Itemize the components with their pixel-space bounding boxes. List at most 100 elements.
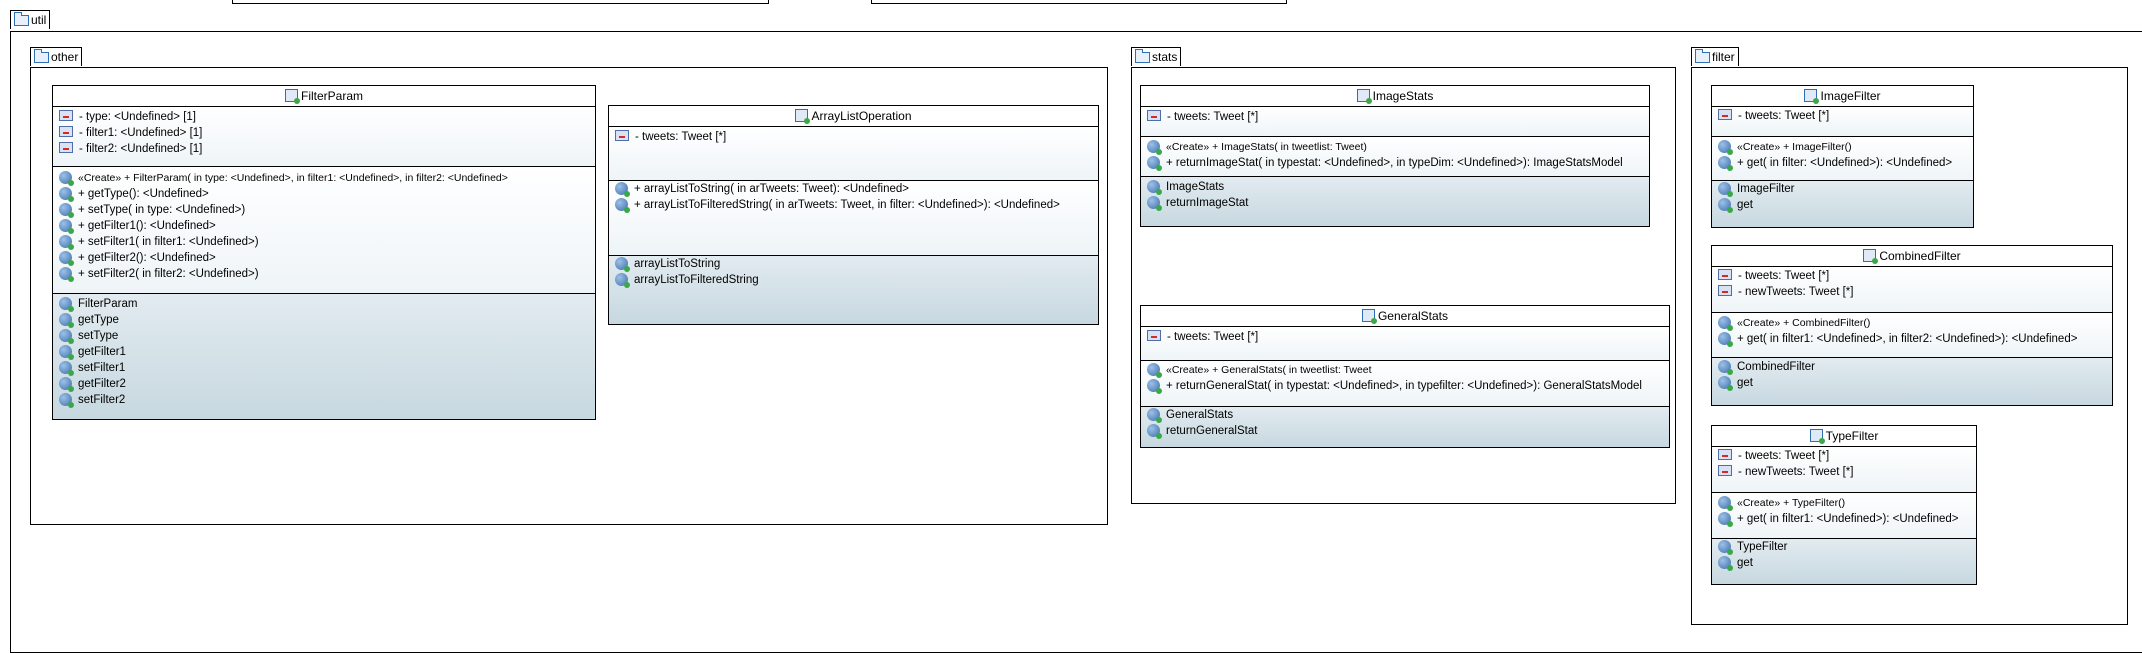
operation-list-item[interactable]: get — [1712, 375, 2112, 391]
attribute-row[interactable]: - tweets: Tweet [*] — [609, 129, 1098, 145]
attribute-icon — [1718, 269, 1732, 280]
operation-list-compartment: ImageStats returnImageStat — [1141, 176, 1649, 226]
attribute-row[interactable]: - tweets: Tweet [*] — [1141, 109, 1649, 125]
operation-text: «Create» + TypeFilter() — [1737, 497, 1846, 509]
attribute-text: - tweets: Tweet [*] — [1738, 270, 1830, 282]
operation-list-item[interactable]: arrayListToString — [609, 256, 1098, 272]
operation-list-item[interactable]: CombinedFilter — [1712, 359, 2112, 375]
operation-text: + getFilter1(): <Undefined> — [78, 220, 216, 232]
operation-row[interactable]: + get( in filter: <Undefined>): <Undefin… — [1712, 155, 1973, 171]
attribute-row[interactable]: - newTweets: Tweet [*] — [1712, 284, 2112, 300]
operation-icon — [59, 313, 74, 328]
operation-text: + setFilter1( in filter1: <Undefined>) — [78, 236, 259, 248]
attribute-row[interactable]: - filter2: <Undefined> [1] — [53, 141, 595, 157]
class-array-list-operation[interactable]: ArrayListOperation - tweets: Tweet [*] +… — [608, 105, 1099, 325]
operation-icon — [615, 273, 630, 288]
class-combined-filter[interactable]: CombinedFilter - tweets: Tweet [*] - new… — [1711, 245, 2113, 406]
operation-row[interactable]: + arrayListToFilteredString( in arTweets… — [609, 197, 1098, 213]
class-name: CombinedFilter — [1879, 249, 1961, 263]
attribute-row[interactable]: - tweets: Tweet [*] — [1712, 108, 1973, 124]
operation-row[interactable]: + getFilter1(): <Undefined> — [53, 218, 595, 234]
operation-row[interactable]: + arrayListToString( in arTweets: Tweet)… — [609, 181, 1098, 197]
folder-icon — [34, 49, 49, 63]
operation-list-item[interactable]: getFilter2 — [53, 376, 595, 392]
package-stats-tab[interactable]: stats — [1131, 47, 1182, 66]
operations-compartment: «Create» + CombinedFilter() + get( in fi… — [1712, 312, 2112, 359]
operation-row[interactable]: + getType(): <Undefined> — [53, 186, 595, 202]
package-stats[interactable] — [1131, 67, 1676, 504]
operation-row[interactable]: + get( in filter1: <Undefined>): <Undefi… — [1712, 511, 1976, 527]
operation-row[interactable]: + setFilter1( in filter1: <Undefined>) — [53, 234, 595, 250]
attribute-icon — [1147, 110, 1161, 121]
operation-icon — [1147, 424, 1162, 439]
operation-row[interactable]: «Create» + CombinedFilter() — [1712, 315, 2112, 331]
operation-row[interactable]: + setFilter2( in filter2: <Undefined>) — [53, 266, 595, 282]
package-filter[interactable] — [1691, 67, 2128, 625]
operation-list-item[interactable]: FilterParam — [53, 296, 595, 312]
operation-icon — [59, 361, 74, 376]
operation-text: + returnGeneralStat( in typestat: <Undef… — [1166, 380, 1642, 392]
class-general-stats[interactable]: GeneralStats - tweets: Tweet [*] «Create… — [1140, 305, 1670, 448]
operation-list-item[interactable]: setType — [53, 328, 595, 344]
operation-icon — [1718, 182, 1733, 197]
operation-row[interactable]: «Create» + FilterParam( in type: <Undefi… — [53, 170, 595, 186]
operation-list-compartment: FilterParam getType setType getFilter1 s… — [53, 293, 595, 419]
operation-list-item[interactable]: setFilter2 — [53, 392, 595, 408]
attribute-row[interactable]: - filter1: <Undefined> [1] — [53, 125, 595, 141]
operation-list-item[interactable]: ImageStats — [1141, 179, 1649, 195]
operation-list-item[interactable]: returnGeneralStat — [1141, 423, 1669, 439]
operation-icon — [1718, 360, 1733, 375]
class-type-filter[interactable]: TypeFilter - tweets: Tweet [*] - newTwee… — [1711, 425, 1977, 585]
class-header: FilterParam — [53, 86, 595, 107]
operation-row[interactable]: + getFilter2(): <Undefined> — [53, 250, 595, 266]
class-name: ImageStats — [1372, 89, 1434, 103]
operation-list-item[interactable]: get — [1712, 197, 1973, 213]
operation-row[interactable]: + get( in filter1: <Undefined>, in filte… — [1712, 331, 2112, 347]
operation-list-item[interactable]: arrayListToFilteredString — [609, 272, 1098, 288]
attribute-row[interactable]: - tweets: Tweet [*] — [1712, 268, 2112, 284]
package-other-tab[interactable]: other — [30, 47, 83, 66]
attribute-icon — [615, 130, 629, 141]
operation-list-item[interactable]: returnImageStat — [1141, 195, 1649, 211]
operations-compartment: «Create» + FilterParam( in type: <Undefi… — [53, 166, 595, 296]
class-filter-param[interactable]: FilterParam - type: <Undefined> [1] - fi… — [52, 85, 596, 420]
operation-row[interactable]: «Create» + ImageStats( in tweetlist: Twe… — [1141, 139, 1649, 155]
operation-list-text: CombinedFilter — [1737, 361, 1815, 373]
attribute-row[interactable]: - tweets: Tweet [*] — [1712, 448, 1976, 464]
class-header: ArrayListOperation — [609, 106, 1098, 127]
operation-icon — [1147, 379, 1162, 394]
operation-icon — [1147, 180, 1162, 195]
operation-list-item[interactable]: GeneralStats — [1141, 407, 1669, 423]
attribute-row[interactable]: - newTweets: Tweet [*] — [1712, 464, 1976, 480]
operation-list-item[interactable]: getType — [53, 312, 595, 328]
attribute-text: - tweets: Tweet [*] — [1167, 111, 1259, 123]
operation-list-item[interactable]: ImageFilter — [1712, 181, 1973, 197]
operation-row[interactable]: «Create» + ImageFilter() — [1712, 139, 1973, 155]
package-util-tab[interactable]: util — [10, 10, 51, 29]
operation-row[interactable]: «Create» + GeneralStats( in tweetlist: T… — [1141, 362, 1669, 378]
class-image-filter[interactable]: ImageFilter - tweets: Tweet [*] «Create»… — [1711, 85, 1974, 228]
operation-row[interactable]: + returnImageStat( in typestat: <Undefin… — [1141, 155, 1649, 171]
package-other[interactable] — [30, 67, 1108, 525]
operation-list-item[interactable]: setFilter1 — [53, 360, 595, 376]
operation-list-text: arrayListToFilteredString — [634, 274, 759, 286]
attribute-row[interactable]: - type: <Undefined> [1] — [53, 109, 595, 125]
class-header: TypeFilter — [1712, 426, 1976, 447]
operation-row[interactable]: «Create» + TypeFilter() — [1712, 495, 1976, 511]
attribute-icon — [1718, 449, 1732, 460]
operation-list-item[interactable]: get — [1712, 555, 1976, 571]
operation-list-item[interactable]: getFilter1 — [53, 344, 595, 360]
class-image-stats[interactable]: ImageStats - tweets: Tweet [*] «Create» … — [1140, 85, 1650, 227]
operation-row[interactable]: + returnGeneralStat( in typestat: <Undef… — [1141, 378, 1669, 394]
attributes-compartment: - tweets: Tweet [*] - newTweets: Tweet [… — [1712, 447, 1976, 492]
operation-list-compartment: TypeFilter get — [1712, 538, 1976, 584]
operation-list-text: getFilter2 — [78, 378, 126, 390]
class-name: GeneralStats — [1377, 309, 1449, 323]
operation-row[interactable]: + setType( in type: <Undefined>) — [53, 202, 595, 218]
attribute-row[interactable]: - tweets: Tweet [*] — [1141, 329, 1669, 345]
operations-compartment: «Create» + TypeFilter() + get( in filter… — [1712, 492, 1976, 540]
operation-icon — [1718, 496, 1733, 511]
operation-list-item[interactable]: TypeFilter — [1712, 539, 1976, 555]
package-filter-tab[interactable]: filter — [1691, 47, 1739, 66]
operation-icon — [59, 345, 74, 360]
